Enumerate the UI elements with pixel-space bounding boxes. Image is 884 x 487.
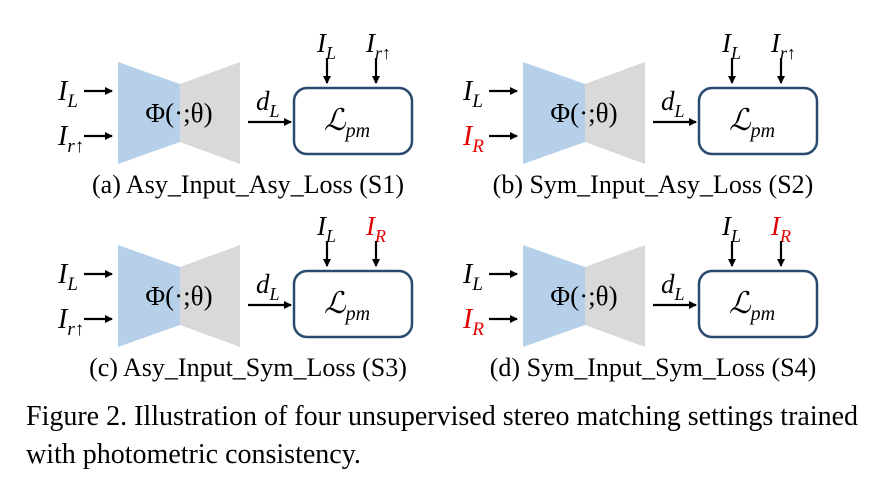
input-label-1: IL [462,76,483,112]
loss-input-label-2: IR [365,211,386,246]
decoder-shape [585,62,645,164]
output-label: dL [256,86,280,121]
decoder-shape [180,245,240,347]
loss-box [292,269,414,339]
network-label: Φ(·;θ) [145,281,212,311]
figure-caption: Figure 2. Illustration of four unsupervi… [26,401,859,470]
input-label-1: IL [57,76,78,112]
loss-input-label-2: IR [770,211,791,246]
panel-caption: (b) Sym_Input_Asy_Loss (S2) [493,170,814,199]
input-label-2: Ir↑ [57,121,84,157]
loss-label: ℒpm [324,287,370,325]
encoder-shape [118,62,180,164]
encoder-shape [118,245,180,347]
loss-label: ℒpm [729,287,775,325]
panel-c: IL Ir↑ Φ(·;θ) dL ℒpm IL IR (c) Asy_Input_Sym_Lo… [57,211,414,382]
output-label: dL [256,269,280,304]
panel-caption: (a) Asy_Input_Asy_Loss (S1) [92,170,404,199]
loss-input-label-1: IL [721,28,741,63]
decoder-shape [585,245,645,347]
loss-input-label-2: Ir↑ [365,28,391,63]
loss-input-label-1: IL [316,28,336,63]
network-label: Φ(·;θ) [550,281,617,311]
input-label-2: IR [462,304,484,340]
loss-input-label-1: IL [721,211,741,246]
decoder-shape [180,62,240,164]
loss-box [697,86,819,156]
output-label: dL [661,269,685,304]
output-label: dL [661,86,685,121]
loss-label: ℒpm [729,104,775,142]
encoder-shape [523,245,585,347]
loss-box [697,269,819,339]
loss-input-label-1: IL [316,211,336,246]
input-label-2: Ir↑ [57,304,84,340]
panel-caption: (c) Asy_Input_Sym_Loss (S3) [89,353,407,382]
panel-a: IL Ir↑ Φ(·;θ) dL ℒpm IL Ir↑ (a) Asy_Input_Asy_L… [57,28,414,199]
input-label-2: IR [462,121,484,157]
panel-caption: (d) Sym_Input_Sym_Loss (S4) [490,353,816,382]
encoder-shape [523,62,585,164]
input-label-1: IL [462,259,483,295]
input-label-1: IL [57,259,78,295]
loss-box [292,86,414,156]
network-label: Φ(·;θ) [550,98,617,128]
loss-input-label-2: Ir↑ [770,28,796,63]
network-label: Φ(·;θ) [145,98,212,128]
panel-b: IL IR Φ(·;θ) dL ℒpm IL Ir↑ (b) Sym_Input_Asy_Lo… [462,28,819,199]
loss-label: ℒpm [324,104,370,142]
